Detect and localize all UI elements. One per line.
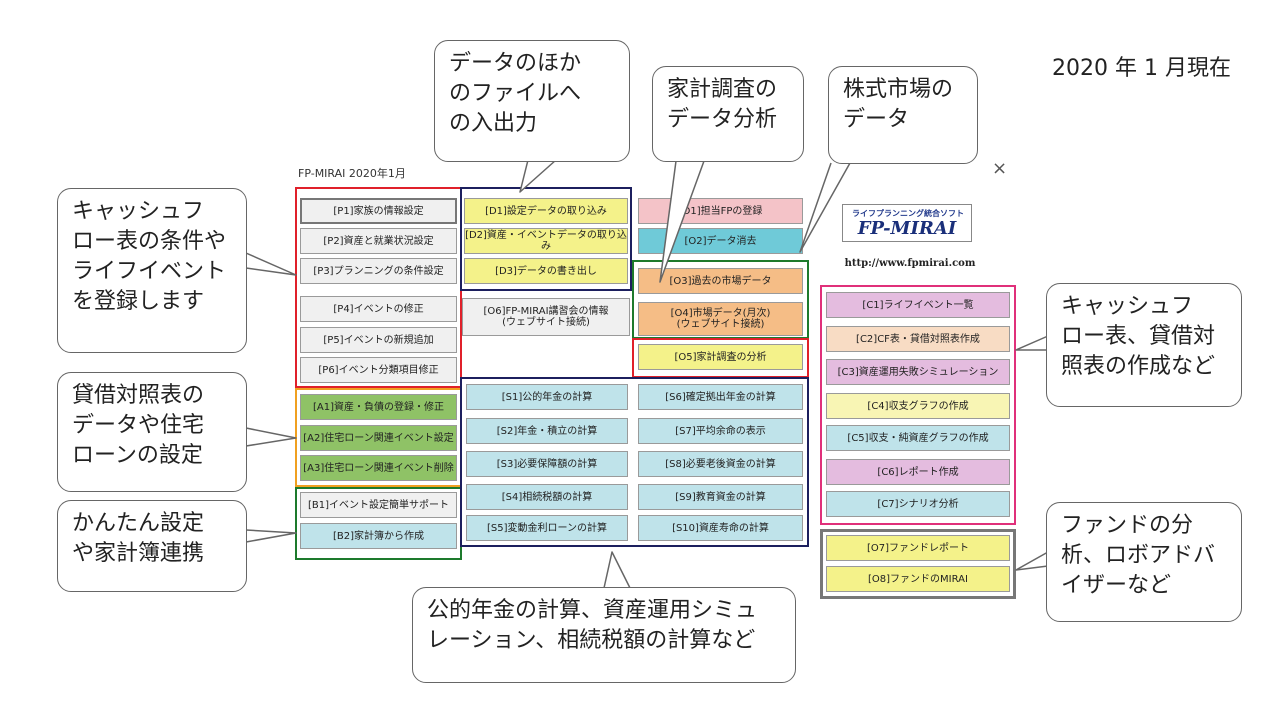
s3-required-coverage-button[interactable]: [S3]必要保障額の計算 [466, 451, 628, 477]
callout-stock-market: 株式市場の データ [828, 66, 978, 164]
s8-retirement-funds-button[interactable]: [S8]必要老後資金の計算 [638, 451, 803, 477]
o1-register-fp-button[interactable]: [O1]担当FPの登録 [638, 198, 803, 224]
close-icon[interactable]: × [992, 158, 1008, 179]
c4-income-graph-button[interactable]: [C4]収支グラフの作成 [826, 393, 1010, 419]
o3-past-market-data-button[interactable]: [O3]過去の市場データ [638, 268, 803, 294]
d1-import-settings-button[interactable]: [D1]設定データの取り込み [464, 198, 628, 224]
callout-data-io: データのほか のファイルへ の入出力 [434, 40, 630, 162]
b2-household-book-button[interactable]: [B2]家計簿から作成 [300, 523, 457, 549]
c6-report-button[interactable]: [C6]レポート作成 [826, 459, 1010, 485]
b1-event-support-button[interactable]: [B1]イベント設定簡単サポート [300, 492, 457, 518]
logo-url[interactable]: http://www.fpmirai.com [844, 258, 976, 269]
s1-public-pension-button[interactable]: [S1]公的年金の計算 [466, 384, 628, 410]
s9-education-funds-button[interactable]: [S9]教育資金の計算 [638, 484, 803, 510]
callout-cashflow-conditions: キャッシュフ ロー表の条件や ライフイベント を登録します [57, 188, 247, 353]
app-title: FP-MIRAI 2020年1月 [298, 167, 406, 180]
s10-asset-longevity-button[interactable]: [S10]資産寿命の計算 [638, 515, 803, 541]
c5-net-assets-graph-button[interactable]: [C5]収支・純資産グラフの作成 [826, 425, 1010, 451]
p6-event-category-button[interactable]: [P6]イベント分類項目修正 [300, 357, 457, 383]
o4-monthly-market-data-button[interactable]: [O4]市場データ(月次) (ウェブサイト接続) [638, 302, 803, 336]
o7-fund-report-button[interactable]: [O7]ファンドレポート [826, 535, 1010, 561]
a2-housing-loan-setup-button[interactable]: [A2]住宅ローン関連イベント設定 [300, 425, 457, 451]
o6-seminar-info-button[interactable]: [O6]FP-MIRAI講習会の情報 (ウェブサイト接続) [462, 298, 630, 336]
logo-subtitle: ライフプランニング統合ソフト [852, 209, 964, 218]
callout-household-survey: 家計調査の データ分析 [652, 66, 804, 162]
d3-export-data-button[interactable]: [D3]データの書き出し [464, 258, 628, 284]
o5-household-survey-button[interactable]: [O5]家計調査の分析 [638, 344, 803, 370]
callout-calculations: 公的年金の計算、資産運用シミュ レーション、相続税額の計算など [412, 587, 796, 683]
date-note: 2020 年 1 月現在 [1052, 56, 1231, 81]
p5-add-event-button[interactable]: [P5]イベントの新規追加 [300, 327, 457, 353]
s2-pension-savings-button[interactable]: [S2]年金・積立の計算 [466, 418, 628, 444]
s7-life-expectancy-button[interactable]: [S7]平均余命の表示 [638, 418, 803, 444]
a1-assets-liabilities-button[interactable]: [A1]資産・負債の登録・修正 [300, 394, 457, 420]
logo-name: FP-MIRAI [857, 218, 957, 239]
callout-cashflow-reports: キャッシュフ ロー表、貸借対 照表の作成など [1046, 283, 1242, 407]
s6-defined-contribution-button[interactable]: [S6]確定拠出年金の計算 [638, 384, 803, 410]
p1-family-info-button[interactable]: [P1]家族の情報設定 [300, 198, 457, 224]
s4-inheritance-tax-button[interactable]: [S4]相続税額の計算 [466, 484, 628, 510]
logo-frame [842, 204, 972, 242]
d2-import-events-button[interactable]: [D2]資産・イベントデータの取り込み [464, 228, 628, 254]
callout-balance-sheet: 貸借対照表の データや住宅 ローンの設定 [57, 372, 247, 492]
a3-housing-loan-delete-button[interactable]: [A3]住宅ローン関連イベント削除 [300, 455, 457, 481]
c2-cf-balance-sheet-button[interactable]: [C2]CF表・貸借対照表作成 [826, 326, 1010, 352]
o8-fund-mirai-button[interactable]: [O8]ファンドのMIRAI [826, 566, 1010, 592]
p2-assets-employment-button[interactable]: [P2]資産と就業状況設定 [300, 228, 457, 254]
c7-scenario-analysis-button[interactable]: [C7]シナリオ分析 [826, 491, 1010, 517]
c1-life-events-list-button[interactable]: [C1]ライフイベント一覧 [826, 292, 1010, 318]
c3-investment-failure-sim-button[interactable]: [C3]資産運用失敗シミュレーション [826, 359, 1010, 385]
callout-easy-setup: かんたん設定 や家計簿連携 [57, 500, 247, 592]
p4-edit-event-button[interactable]: [P4]イベントの修正 [300, 296, 457, 322]
p3-planning-conditions-button[interactable]: [P3]プランニングの条件設定 [300, 258, 457, 284]
s5-variable-rate-loan-button[interactable]: [S5]変動金利ローンの計算 [466, 515, 628, 541]
callout-fund-analysis: ファンドの分 析、ロボアドバ イザーなど [1046, 502, 1242, 622]
